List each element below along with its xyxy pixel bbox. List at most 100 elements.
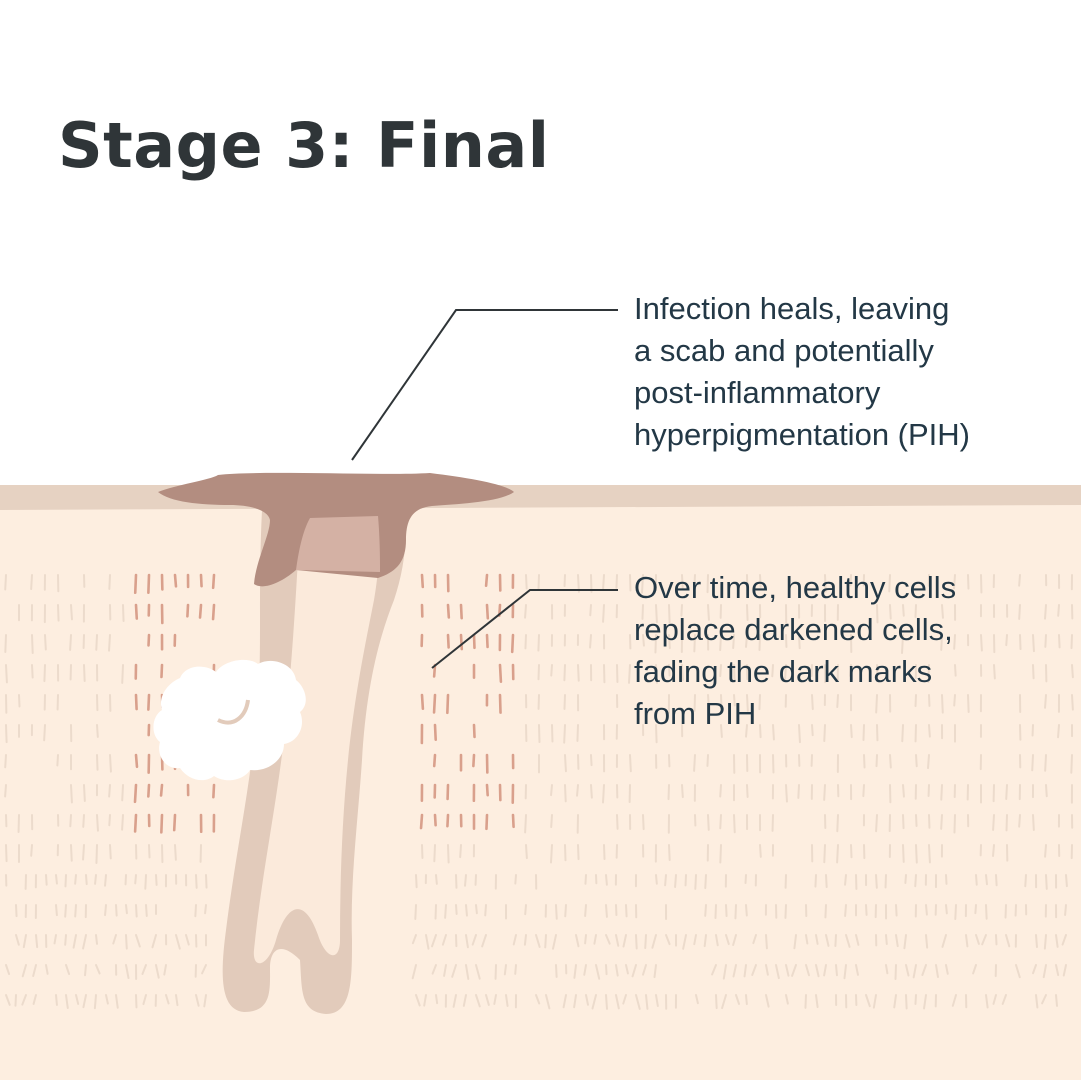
tissue-mark [893, 994, 897, 1009]
tissue-mark [811, 724, 814, 737]
tissue-mark [981, 934, 987, 946]
tissue-mark [825, 934, 830, 947]
tissue-mark [923, 994, 927, 1010]
tissue-mark [720, 724, 723, 738]
tissue-mark [1005, 634, 1008, 647]
tissue-mark [797, 784, 800, 799]
tissue-mark [95, 844, 98, 864]
callout-pih-text: Over time, healthy cells replace darkene… [634, 567, 1064, 735]
tissue-mark [203, 994, 207, 1008]
tissue-mark [805, 934, 809, 945]
tissue-mark [72, 934, 77, 949]
tissue-mark [641, 574, 644, 594]
tissue-mark [605, 964, 608, 976]
tissue-mark [590, 754, 593, 767]
tissue-mark [1057, 604, 1060, 617]
tissue-mark [928, 724, 931, 738]
tissue-mark [411, 964, 417, 980]
pih-mark [419, 813, 424, 830]
pih-mark [484, 573, 489, 588]
tissue-mark [1044, 754, 1047, 772]
callout-line: a scab and potentially [634, 333, 934, 368]
tissue-mark [905, 964, 910, 977]
pih-mark [433, 723, 437, 741]
tissue-mark [823, 844, 826, 864]
tissue-mark [523, 934, 527, 946]
tissue-mark [903, 934, 907, 950]
tissue-mark [1043, 934, 1047, 950]
tissue-mark [759, 574, 762, 588]
pih-mark [485, 783, 489, 797]
tissue-mark [707, 814, 710, 831]
tissue-mark [441, 934, 447, 946]
tissue-mark [151, 934, 157, 949]
tissue-mark [616, 814, 619, 830]
pih-mark [472, 723, 476, 739]
tissue-mark [823, 724, 826, 743]
tissue-mark [524, 814, 527, 834]
tissue-mark [785, 994, 789, 1005]
tissue-mark [914, 874, 917, 888]
tissue-mark [785, 964, 790, 977]
tissue-mark [125, 934, 128, 950]
tissue-mark [95, 634, 98, 651]
tissue-mark [65, 994, 69, 1010]
tissue-mark [585, 994, 589, 1006]
tissue-mark [121, 784, 124, 802]
tissue-mark [1018, 814, 1021, 828]
tissue-mark [431, 934, 437, 948]
tissue-mark [155, 874, 158, 886]
tissue-mark [845, 934, 851, 948]
pih-mark [134, 603, 139, 620]
tissue-mark [4, 754, 7, 769]
tissue-mark [447, 844, 450, 864]
tissue-mark [65, 964, 71, 976]
tissue-mark [4, 574, 7, 591]
tissue-mark [940, 784, 943, 801]
tissue-mark [411, 934, 417, 945]
pih-mark [432, 693, 437, 714]
tissue-mark [21, 964, 27, 978]
tissue-mark [746, 694, 749, 712]
tissue-mark [205, 874, 208, 889]
tissue-mark [550, 784, 553, 797]
tissue-mark [564, 904, 567, 918]
tissue-mark [55, 874, 58, 885]
pih-mark [498, 663, 503, 684]
tissue-mark [844, 904, 847, 917]
tissue-mark [902, 784, 905, 798]
tissue-mark [888, 574, 891, 593]
pih-mark [147, 693, 151, 711]
pih-mark [147, 783, 151, 798]
tissue-mark [32, 964, 37, 978]
tissue-mark [655, 604, 658, 624]
tissue-mark [693, 634, 696, 653]
tissue-mark [772, 724, 775, 741]
tissue-mark [108, 784, 111, 798]
tissue-mark [69, 634, 72, 651]
tissue-mark [693, 574, 696, 590]
tissue-mark [1044, 604, 1047, 620]
tissue-mark [894, 964, 897, 980]
tissue-mark [735, 994, 741, 1005]
tissue-mark [733, 694, 736, 707]
tissue-mark [862, 784, 865, 798]
tissue-mark [695, 994, 699, 1005]
tissue-mark [94, 874, 97, 885]
tissue-mark [824, 904, 827, 919]
tissue-mark [625, 964, 629, 975]
tissue-mark [70, 844, 73, 862]
tissue-mark [465, 934, 469, 949]
tissue-mark [719, 814, 722, 830]
tissue-mark [115, 904, 118, 917]
tissue-mark [603, 844, 606, 861]
tissue-mark [765, 964, 769, 976]
tissue-mark [921, 964, 927, 977]
tissue-mark [743, 964, 747, 978]
tissue-mark [655, 664, 658, 684]
tissue-mark [745, 634, 748, 648]
tissue-mark [641, 604, 644, 620]
tissue-mark [889, 754, 892, 769]
tissue-mark [484, 904, 487, 917]
